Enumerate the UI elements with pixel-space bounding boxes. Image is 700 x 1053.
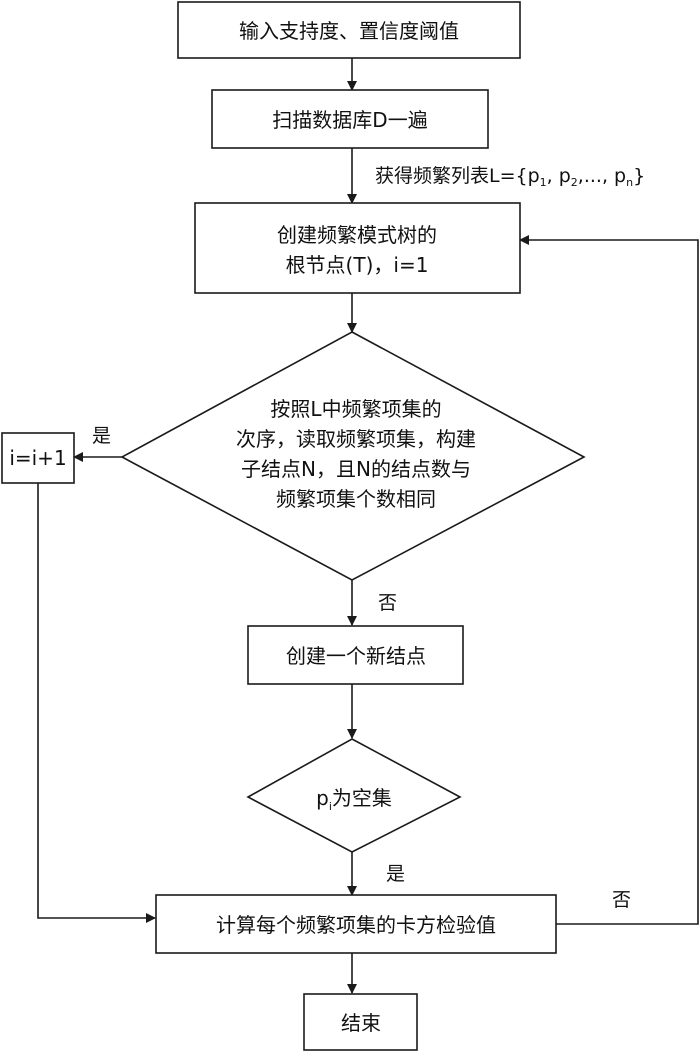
no-decision-label: 否 <box>378 592 397 614</box>
increment-i-text: i=i+1 <box>9 446 66 470</box>
compute-chi-square-text: 计算每个频繁项集的卡方检验值 <box>216 913 496 937</box>
scan-database-text: 扫描数据库D一遍 <box>272 108 427 132</box>
scan-database-box <box>211 89 489 149</box>
end-box <box>303 993 418 1051</box>
create-new-node-text: 创建一个新结点 <box>286 644 426 668</box>
compute-chi-square-box <box>155 894 557 954</box>
read-frequent-itemset-decision <box>120 331 586 581</box>
arrow-compute-loop-to-root <box>519 235 699 925</box>
yes-decision-label: 是 <box>92 425 111 447</box>
frequent-list-label: 获得频繁列表L={p1, p2,..., pn} <box>375 165 645 189</box>
create-root-text-line1: 创建频繁模式树的 <box>277 223 437 247</box>
decision-text-line2: 次序，读取频繁项集，构建 <box>236 427 476 451</box>
increment-i-box <box>1 432 75 484</box>
create-new-node-box <box>247 625 464 685</box>
pi-empty-set-text: pi为空集 <box>316 786 392 813</box>
decision-text-line4: 频繁项集个数相同 <box>276 487 436 511</box>
create-root-text-line2: 根节点(T)，i=1 <box>286 253 429 277</box>
decision-text-line1: 按照L中频繁项集的 <box>270 397 441 421</box>
input-threshold-text: 输入支持度、置信度阈值 <box>239 19 459 43</box>
yes-empty-label: 是 <box>386 863 405 885</box>
end-text: 结束 <box>341 1011 381 1035</box>
input-threshold-box <box>177 1 521 59</box>
arrow-increment-to-compute <box>37 483 156 923</box>
decision-text-line3: 子结点N，且N的结点数与 <box>241 457 471 481</box>
no-compute-label: 否 <box>612 889 631 911</box>
create-root-box <box>194 202 521 294</box>
